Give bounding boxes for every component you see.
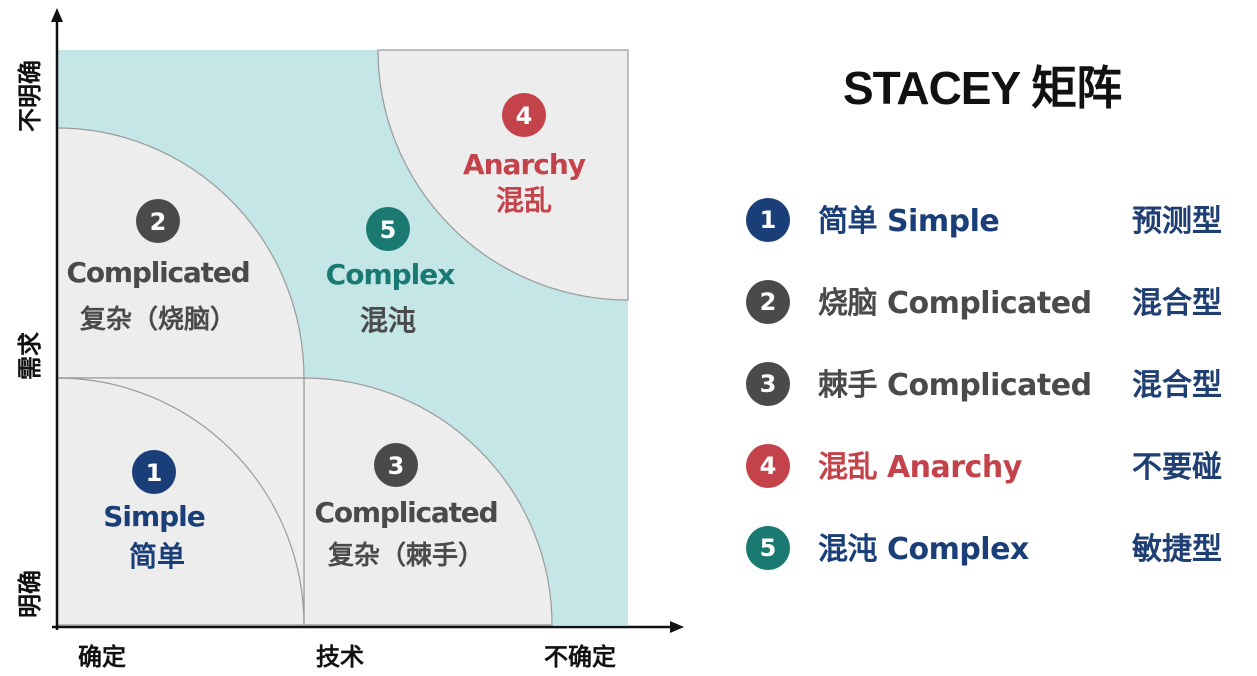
legend-item-2: 2 烧脑 Complicated 混合型 [746,274,1246,356]
legend-item-1: 1 简单 Simple 预测型 [746,192,1246,274]
zone-3-number: 3 [388,452,405,480]
y-label-bottom: 明确 [16,570,44,618]
zone-4-badge [502,93,546,137]
zone-simple-area [56,377,305,626]
zone-4-en: Anarchy [463,148,586,181]
x-label-left: 确定 [78,643,126,671]
zone-5-zh: 混沌 [360,304,416,337]
zone-complicated-2-area [56,127,305,379]
legend-type-2: 混合型 [1132,286,1222,321]
zone-5-complex: 5 Complex 混沌 [326,207,456,337]
zone-3-zh: 复杂（棘手） [328,541,484,571]
legend-label-3: 棘手 Complicated [818,368,1092,403]
zone-simple-arc [56,377,305,626]
zone-4-zh: 混乱 [496,184,552,217]
legend-type-3: 混合型 [1132,368,1222,403]
x-label-right: 不确定 [544,643,616,671]
zone-3-complicated: 3 Complicated 复杂（棘手） [315,443,499,571]
legend-badge-5: 5 [746,526,790,570]
zone-1-number: 1 [146,459,163,487]
zone-2-badge [136,199,180,243]
zone-2-en: Complicated [67,256,250,289]
legend-label-4: 混乱 Anarchy [818,450,1022,485]
zone-4-anarchy: 4 Anarchy 混乱 [463,93,587,217]
stacey-matrix-diagram: 不明确 需求 明确 确定 技术 不确定 4 Anarchy 混乱 2 Compl… [16,8,684,671]
legend-type-4: 不要碰 [1132,450,1222,485]
legend-label-1: 简单 Simple [818,204,1000,239]
zone-5-number: 5 [380,216,397,244]
zone-5-badge [366,207,410,251]
zone-1-zh: 简单 [129,540,185,573]
legend-badge-2: 2 [746,280,790,324]
zone-2-zh: 复杂（烧脑） [80,305,236,335]
legend-badge-3: 3 [746,362,790,406]
legend-item-3: 3 棘手 Complicated 混合型 [746,356,1246,438]
legend-badge-1: 1 [746,198,790,242]
legend-type-5: 敏捷型 [1132,532,1222,567]
legend: 1 简单 Simple 预测型 2 烧脑 Complicated 混合型 3 棘… [746,192,1246,602]
x-axis-arrow [670,621,684,633]
legend-item-4: 4 混乱 Anarchy 不要碰 [746,438,1246,520]
zone-3-badge [374,443,418,487]
zone-complicated-3-area [303,377,553,626]
y-label-mid: 需求 [16,332,44,380]
zone-5-en: Complex [326,258,456,291]
legend-item-5: 5 混沌 Complex 敏捷型 [746,520,1246,602]
legend-badge-4: 4 [746,444,790,488]
page-title: STACEY 矩阵 [843,62,1122,114]
zone-1-en: Simple [103,500,205,533]
y-axis-arrow [51,8,63,22]
legend-label-2: 烧脑 Complicated [818,286,1092,321]
zone-2-number: 2 [150,208,167,236]
zone-anarchy-area [377,49,629,301]
zone-1-simple: 1 Simple 简单 [103,450,206,573]
zone-2-complicated: 2 Complicated 复杂（烧脑） [67,199,251,335]
zone-1-badge [132,450,176,494]
legend-label-5: 混沌 Complex [818,532,1029,567]
y-label-top: 不明确 [16,60,44,132]
zone-3-en: Complicated [315,496,498,529]
zone-4-number: 4 [516,102,533,130]
x-label-mid: 技术 [316,643,364,671]
legend-type-1: 预测型 [1132,204,1222,239]
